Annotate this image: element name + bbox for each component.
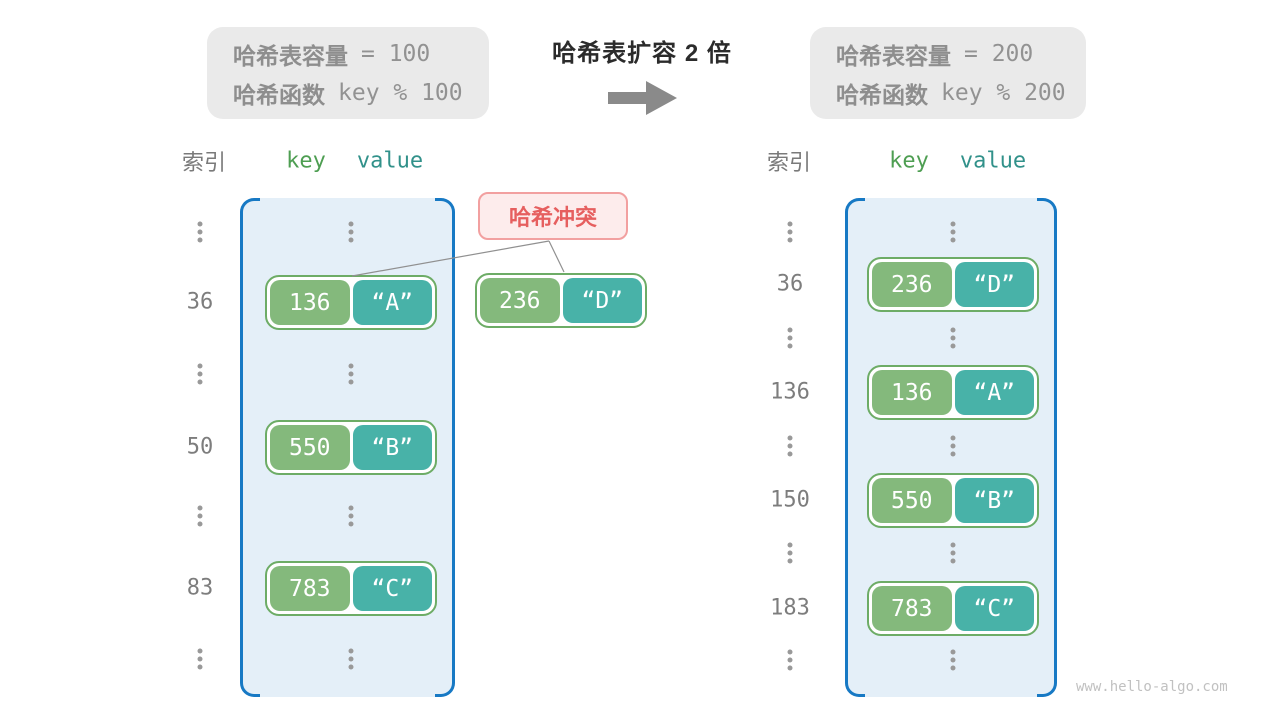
right-index-3: 183 [770, 595, 810, 621]
left-index-header: 索引 [181, 150, 227, 175]
key-cell: 783 [872, 586, 952, 631]
hash-fn-label: 哈希函数 [233, 81, 325, 108]
value-cell: “D” [954, 262, 1034, 307]
right-index-1: 136 [770, 379, 810, 405]
watermark: www.hello-algo.com [1076, 679, 1228, 695]
value-cell: “A” [954, 370, 1034, 415]
hash-fn-value: key % 200 [941, 79, 1066, 106]
left-index-2: 83 [186, 575, 214, 601]
capacity-row: 哈希表容量 = 100 [233, 37, 463, 71]
ellipsis-vertical-icon [787, 221, 793, 243]
key-cell: 136 [270, 280, 350, 325]
info-box-after: 哈希表容量 = 200 哈希函数 key % 200 [810, 27, 1086, 119]
kv-pair-136-A: 136 “A” [867, 365, 1039, 420]
key-cell: 550 [872, 478, 952, 523]
ellipsis-vertical-icon [950, 435, 956, 457]
info-box-before: 哈希表容量 = 100 哈希函数 key % 100 [207, 27, 489, 119]
kv-pair-783-C: 783 “C” [867, 581, 1039, 636]
ellipsis-vertical-icon [197, 505, 203, 527]
ellipsis-vertical-icon [950, 221, 956, 243]
key-cell: 783 [270, 566, 350, 611]
ellipsis-vertical-icon [197, 363, 203, 385]
ellipsis-vertical-icon [950, 542, 956, 564]
right-index-2: 150 [770, 487, 810, 513]
value-cell: “A” [352, 280, 432, 325]
ellipsis-vertical-icon [197, 221, 203, 243]
hash-fn-value: key % 100 [338, 79, 463, 106]
key-cell: 236 [480, 278, 560, 323]
kv-pair-236-D-colliding: 236 “D” [475, 273, 647, 328]
value-cell: “C” [352, 566, 432, 611]
ellipsis-vertical-icon [348, 363, 354, 385]
ellipsis-vertical-icon [348, 221, 354, 243]
ellipsis-vertical-icon [950, 649, 956, 671]
key-cell: 550 [270, 425, 350, 470]
kv-pair-236-D: 236 “D” [867, 257, 1039, 312]
ellipsis-vertical-icon [787, 542, 793, 564]
right-index-header: 索引 [766, 150, 812, 175]
left-index-0: 36 [186, 289, 214, 315]
key-cell: 236 [872, 262, 952, 307]
capacity-label: 哈希表容量 [233, 42, 348, 69]
right-index-0: 36 [776, 271, 804, 297]
arrow-right-icon [607, 80, 679, 116]
left-index-1: 50 [186, 434, 214, 460]
value-cell: “B” [352, 425, 432, 470]
hash-fn-row: 哈希函数 key % 200 [836, 76, 1066, 110]
capacity-value: = 100 [361, 40, 431, 67]
capacity-row: 哈希表容量 = 200 [836, 37, 1060, 71]
value-cell: “C” [954, 586, 1034, 631]
right-value-header: value [959, 148, 1027, 174]
capacity-label: 哈希表容量 [836, 42, 951, 69]
collision-label: 哈希冲突 [478, 192, 628, 240]
left-value-header: value [356, 148, 424, 174]
hash-fn-row: 哈希函数 key % 100 [233, 76, 463, 110]
value-cell: “B” [954, 478, 1034, 523]
key-cell: 136 [872, 370, 952, 415]
kv-pair-550-B: 550 “B” [265, 420, 437, 475]
ellipsis-vertical-icon [348, 648, 354, 670]
hash-fn-label: 哈希函数 [836, 81, 928, 108]
ellipsis-vertical-icon [787, 327, 793, 349]
ellipsis-vertical-icon [348, 505, 354, 527]
capacity-value: = 200 [964, 40, 1034, 67]
value-cell: “D” [562, 278, 642, 323]
ellipsis-vertical-icon [197, 648, 203, 670]
kv-pair-783-C: 783 “C” [265, 561, 437, 616]
left-key-header: key [286, 148, 326, 174]
ellipsis-vertical-icon [787, 649, 793, 671]
expand-title: 哈希表扩容 2 倍 [552, 40, 732, 67]
ellipsis-vertical-icon [787, 435, 793, 457]
kv-pair-136-A: 136 “A” [265, 275, 437, 330]
right-key-header: key [889, 148, 929, 174]
kv-pair-550-B: 550 “B” [867, 473, 1039, 528]
ellipsis-vertical-icon [950, 327, 956, 349]
